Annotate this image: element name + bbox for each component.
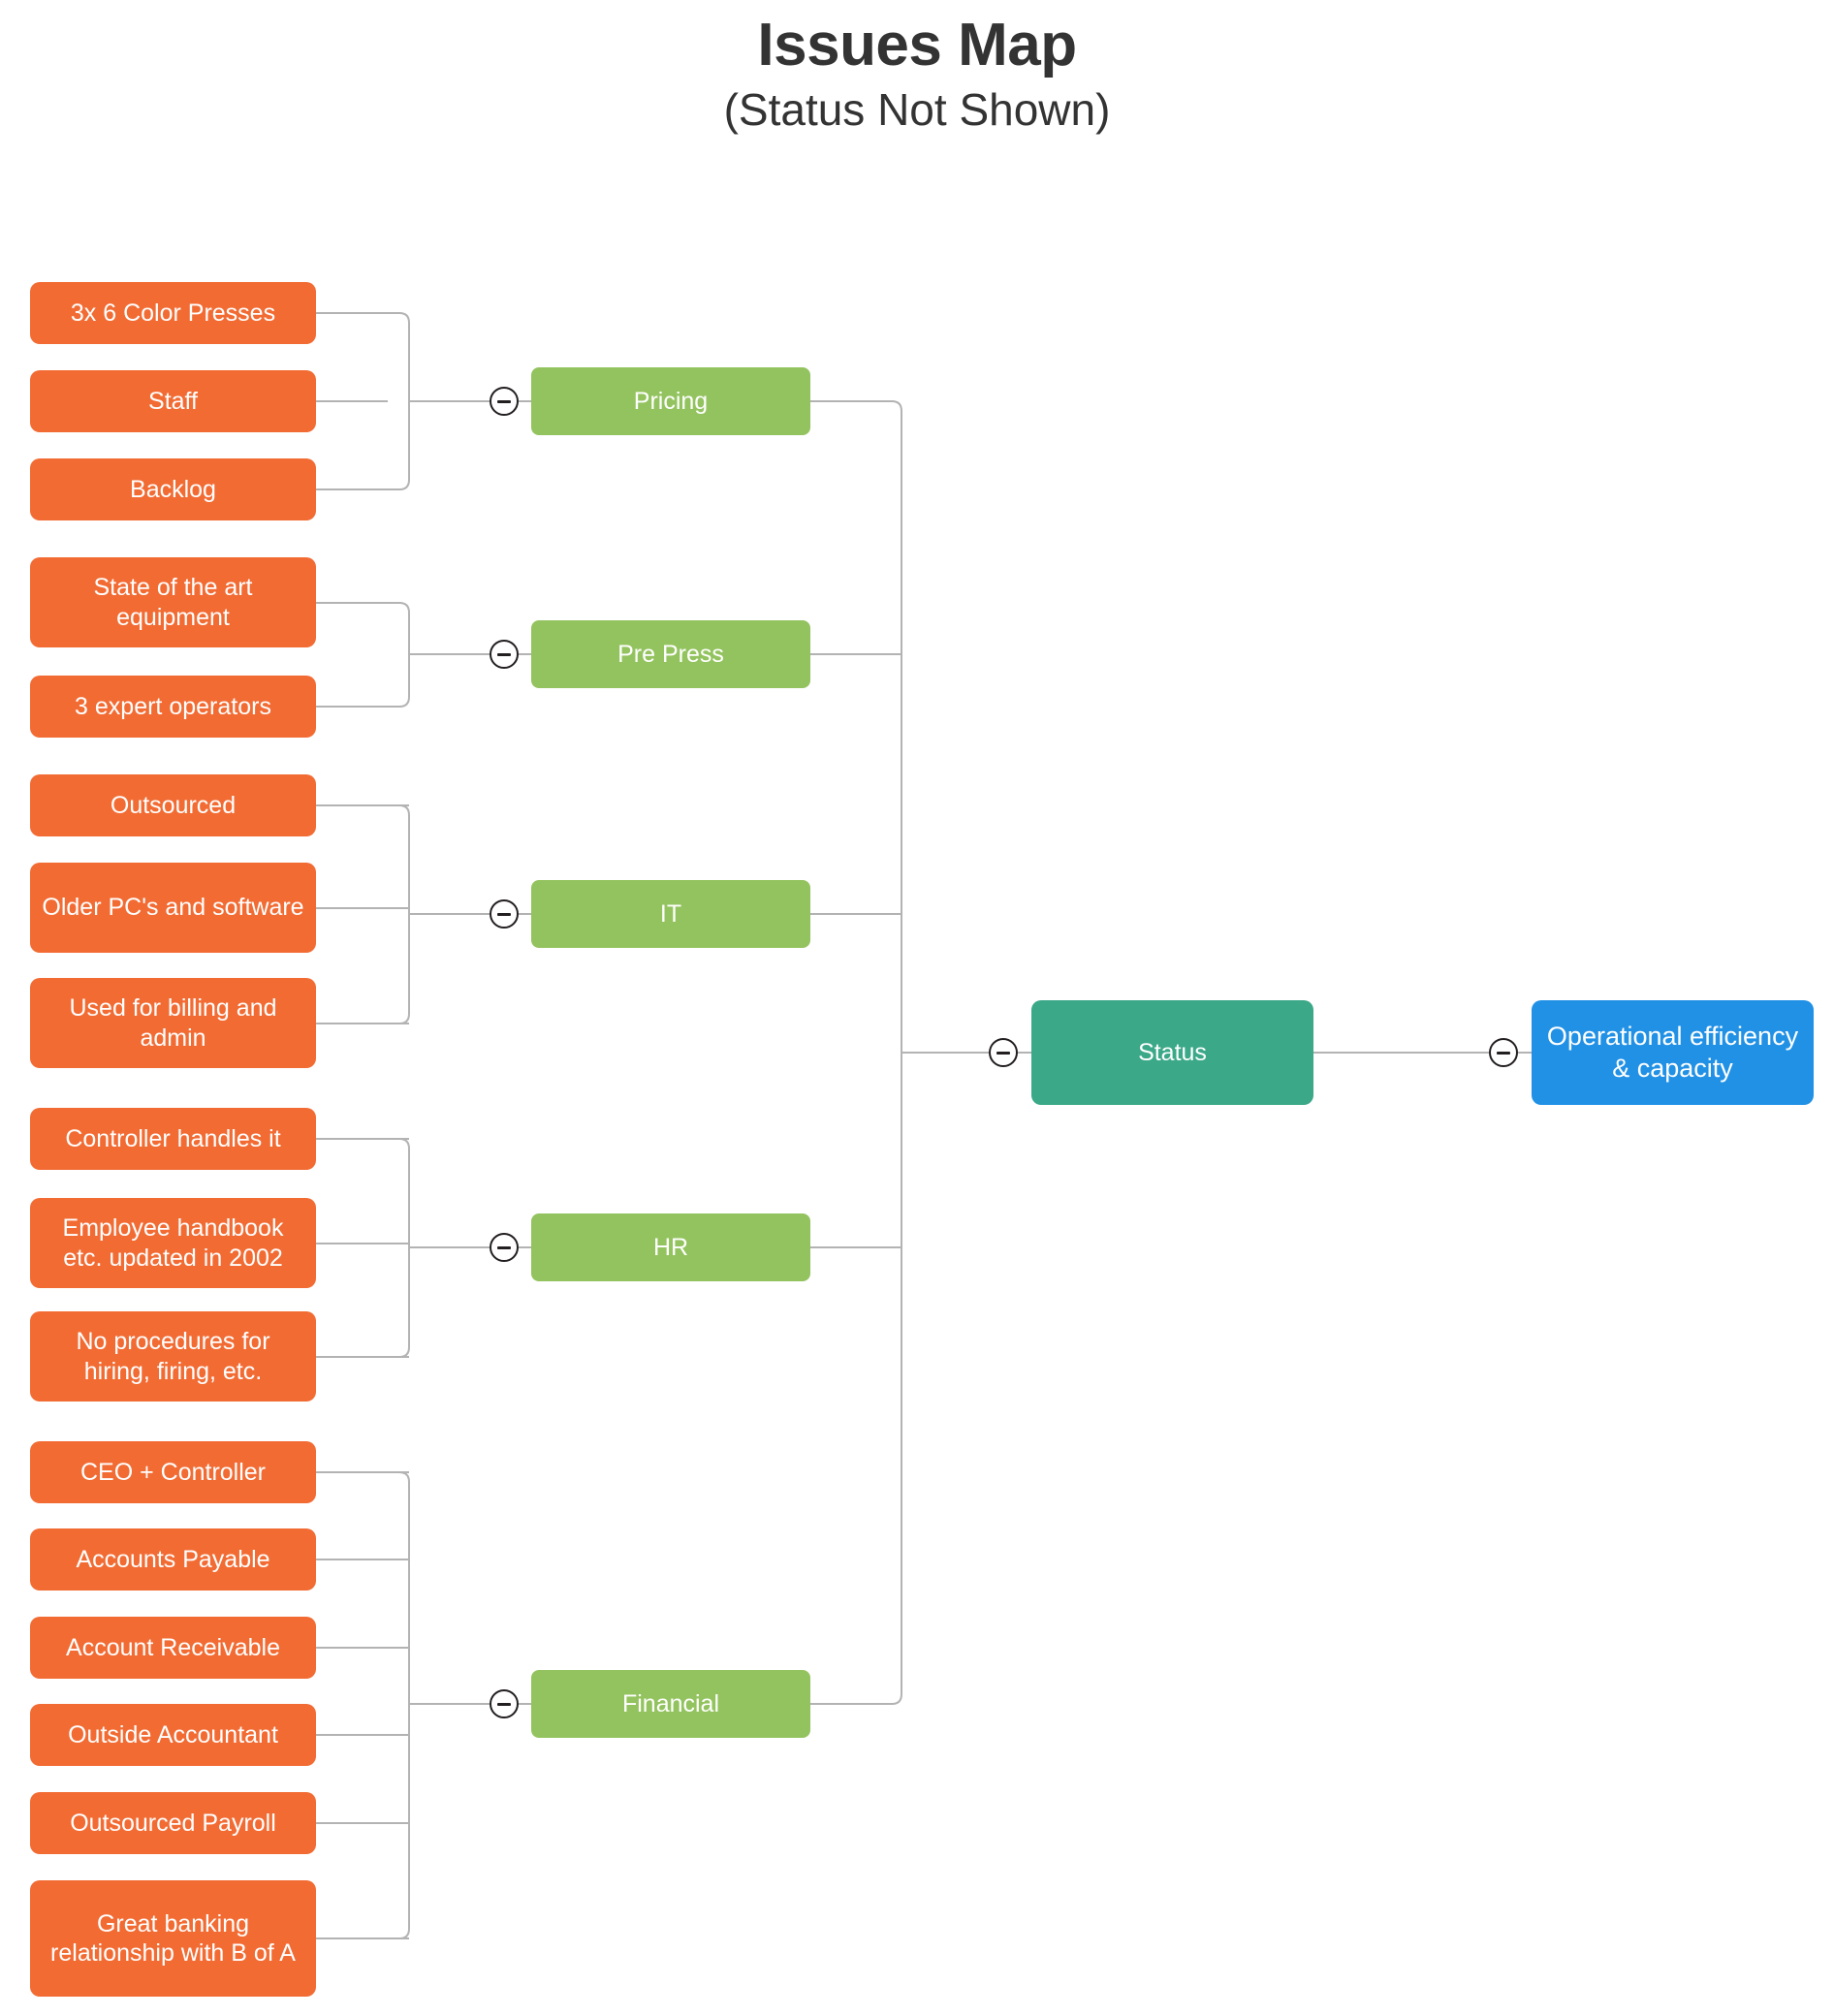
leaf-node[interactable]: Outsourced [30,774,316,836]
minus-circle-icon[interactable] [490,1233,519,1262]
root-node-status[interactable]: Status [1031,1000,1313,1105]
leaf-node[interactable]: CEO + Controller [30,1441,316,1503]
minus-circle-icon[interactable] [490,1689,519,1718]
minus-circle-icon[interactable] [1489,1038,1518,1067]
leaf-node[interactable]: Great banking relationship with B of A [30,1880,316,1997]
leaf-node[interactable]: Employee handbook etc. updated in 2002 [30,1198,316,1288]
leaf-node[interactable]: Used for billing and admin [30,978,316,1068]
leaf-node[interactable]: No procedures for hiring, firing, etc. [30,1311,316,1402]
branch-node-financial[interactable]: Financial [531,1670,810,1738]
leaf-node[interactable]: Older PC's and software [30,863,316,953]
leaf-node[interactable]: Accounts Payable [30,1528,316,1591]
leaf-node[interactable]: Backlog [30,458,316,520]
bracket-financial [388,1471,410,1939]
leaf-node[interactable]: Account Receivable [30,1617,316,1679]
goal-node-operational-efficiency[interactable]: Operational efficiency & capacity [1532,1000,1814,1105]
branch-node-hr[interactable]: HR [531,1213,810,1281]
bracket-hr [388,1138,410,1358]
leaf-node[interactable]: Outside Accountant [30,1704,316,1766]
leaf-node[interactable]: Controller handles it [30,1108,316,1170]
leaf-node[interactable]: State of the art equipment [30,557,316,647]
leaf-node[interactable]: Staff [30,370,316,432]
bracket-prepress [388,602,410,708]
minus-circle-icon[interactable] [989,1038,1018,1067]
leaf-node[interactable]: Outsourced Payroll [30,1792,316,1854]
bracket-it [388,804,410,1024]
branch-node-it[interactable]: IT [531,880,810,948]
branch-node-pricing[interactable]: Pricing [531,367,810,435]
minus-circle-icon[interactable] [490,899,519,929]
minus-circle-icon[interactable] [490,387,519,416]
minus-circle-icon[interactable] [490,640,519,669]
leaf-node[interactable]: 3x 6 Color Presses [30,282,316,344]
branch-node-prepress[interactable]: Pre Press [531,620,810,688]
leaf-node[interactable]: 3 expert operators [30,676,316,738]
bracket-pricing [388,312,410,490]
trunk-branches [810,400,902,1705]
